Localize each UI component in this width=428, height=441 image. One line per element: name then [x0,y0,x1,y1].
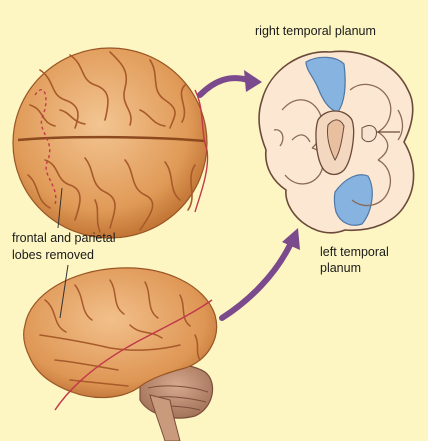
label-frontal-parietal-line1: frontal and parietal [12,231,116,246]
label-right-temporal-planum: right temporal planum [255,24,376,39]
brain-top-view [13,48,208,238]
label-left-temporal-planum-line2: planum [320,261,361,276]
brain-section [259,51,414,232]
label-frontal-parietal-line2: lobes removed [12,248,94,263]
label-left-temporal-planum-line1: left temporal [320,245,389,260]
arrow-bottom [222,228,300,318]
arrow-top [200,70,262,95]
brain-side-view [24,265,217,441]
